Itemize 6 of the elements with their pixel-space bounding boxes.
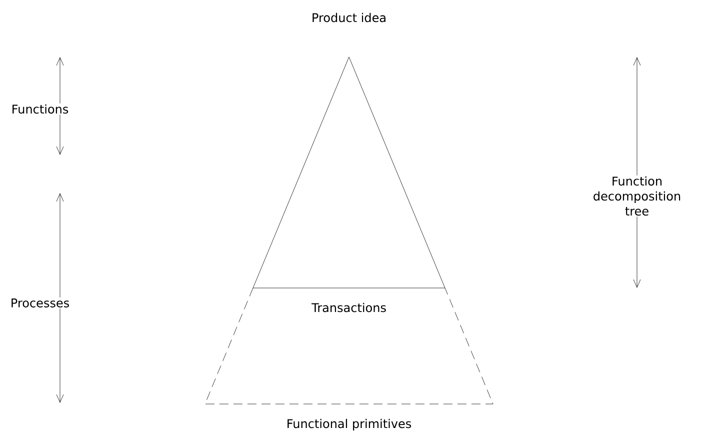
axis-label: Processes xyxy=(9,298,71,308)
axis-label: Function decomposition tree xyxy=(588,175,686,217)
node-label: Product idea xyxy=(312,12,386,22)
trapezoid: Transactions Functional primitives xyxy=(204,288,494,430)
triangle: Product idea xyxy=(252,12,446,288)
axis-label: Functions xyxy=(10,103,70,115)
